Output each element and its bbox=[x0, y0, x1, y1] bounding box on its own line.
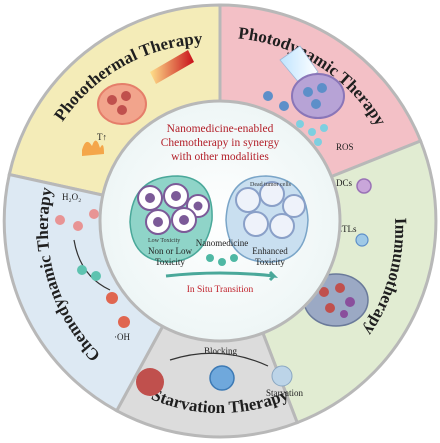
ros-label: ROS bbox=[336, 142, 354, 152]
transition-label: In Situ Transition bbox=[187, 285, 254, 295]
temperature-label: T↑ bbox=[97, 132, 107, 142]
t-cell-icon bbox=[355, 233, 369, 247]
nanomedicine-label: Nanomedicine bbox=[196, 238, 248, 248]
blocked-cell-icon bbox=[136, 368, 164, 396]
laser-beam-icon bbox=[150, 50, 194, 84]
center-title-line3: with other modalities bbox=[171, 151, 269, 163]
h2o2-label: H₂O₂ bbox=[62, 192, 81, 202]
dendritic-cell-icon bbox=[356, 178, 372, 194]
tiny-right-label: Dead tumor cells bbox=[250, 182, 292, 188]
starvation-label: Starvation bbox=[266, 388, 303, 398]
dcs-label: DCs bbox=[336, 178, 353, 188]
center-title-line2: Chemotherapy in synergy bbox=[161, 137, 280, 149]
low-toxicity-line2: Toxicity bbox=[155, 257, 185, 267]
transition-arrow-icon bbox=[165, 270, 279, 282]
heated-cell-icon bbox=[97, 83, 147, 125]
blocking-label: Blocking bbox=[204, 346, 237, 356]
flame-icon bbox=[82, 140, 104, 156]
enhanced-toxicity-line2: Toxicity bbox=[255, 257, 285, 267]
blocking-arrow-icon bbox=[169, 352, 269, 367]
hydroxyl-label: ·OH bbox=[114, 332, 130, 342]
chemodynamic-illustration: H₂O₂ ·OH bbox=[55, 192, 130, 342]
ctls-label: CTLs bbox=[336, 224, 357, 234]
center-hub bbox=[98, 99, 342, 343]
enhanced-toxicity-line1: Enhanced bbox=[252, 246, 288, 256]
photodynamic-illustration: ROS bbox=[263, 45, 354, 152]
nanoparticle-icon bbox=[209, 365, 235, 391]
starvation-illustration: Blocking Starvation bbox=[136, 346, 303, 398]
center-title-line1: Nanomedicine-enabled bbox=[167, 123, 274, 135]
target-cell-icon bbox=[291, 73, 345, 119]
right-cells bbox=[235, 181, 306, 239]
photothermal-illustration: T↑ bbox=[82, 50, 194, 156]
low-toxicity-line1: Non or Low bbox=[148, 246, 192, 256]
left-cells bbox=[137, 183, 210, 235]
tiny-left-label: Low Toxicity bbox=[148, 238, 180, 244]
starved-cell-icon bbox=[271, 365, 293, 387]
